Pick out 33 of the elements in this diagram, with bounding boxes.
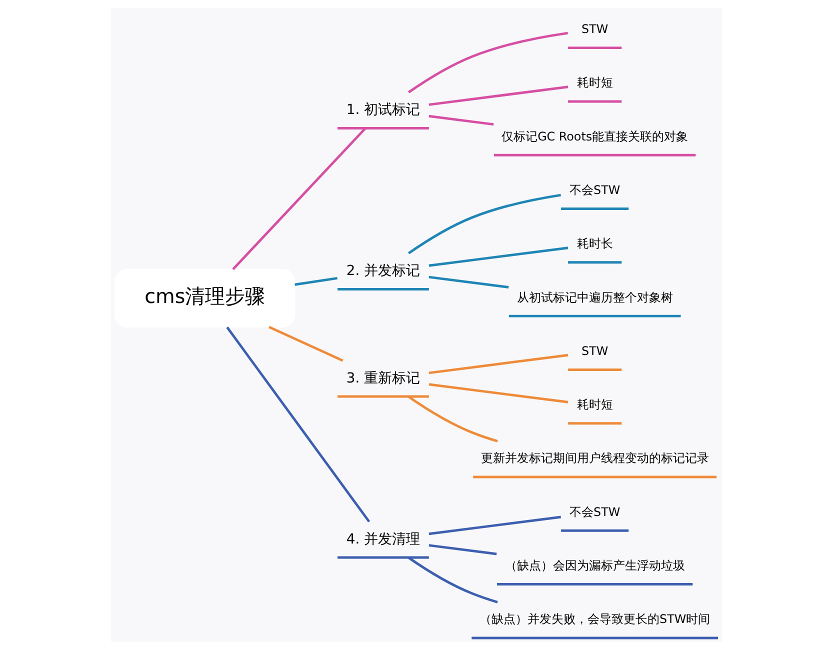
connector [428, 383, 568, 404]
connector [268, 326, 344, 362]
node-text: 从初试标记中遍历整个对象树 [516, 290, 673, 304]
node-text: 不会STW [570, 504, 620, 519]
node-text: 耗时短 [576, 398, 613, 412]
connector [408, 556, 498, 604]
connector [294, 276, 338, 286]
node-text: 2. 并发标记 [346, 263, 420, 280]
node-text: STW [582, 22, 608, 36]
connector [428, 276, 509, 288]
connector [408, 32, 568, 94]
connector [226, 326, 370, 522]
connector [232, 127, 366, 270]
connector [428, 114, 494, 126]
node-text: （缺点）会因为漏标产生浮动垃圾 [504, 558, 685, 572]
connector [428, 246, 568, 267]
connector [428, 544, 497, 556]
node-text: STW [582, 344, 608, 358]
node-text: （缺点）并发失败，会导致更长的STW时间 [480, 612, 710, 626]
connector [428, 354, 568, 374]
node-text: 不会STW [570, 182, 620, 197]
connector [408, 396, 498, 442]
node-text: 仅标记GC Roots能直接关联的对象 [502, 129, 688, 144]
node-text: 1. 初试标记 [346, 102, 420, 118]
node-text: 更新并发标记期间用户线程变动的标记记录 [480, 451, 709, 466]
node-text: 3. 重新标记 [346, 370, 420, 386]
connector [428, 86, 568, 106]
node-text: 耗时短 [576, 76, 613, 90]
node-text: 耗时长 [576, 236, 613, 251]
connector [408, 194, 561, 254]
node-text: 4. 并发清理 [346, 531, 420, 548]
connector [428, 516, 562, 536]
node-box: cms清理步骤 [114, 268, 296, 328]
